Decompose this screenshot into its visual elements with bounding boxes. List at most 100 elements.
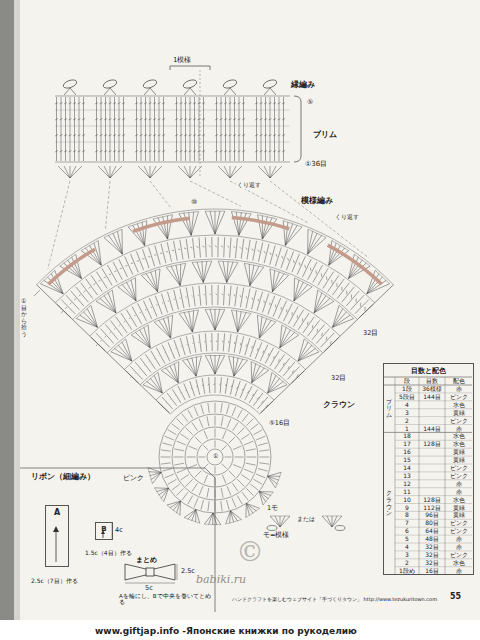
stitch-stroke bbox=[312, 325, 314, 328]
stitch-stroke bbox=[192, 343, 193, 344]
stitch-stroke bbox=[173, 501, 180, 510]
stitch-stroke bbox=[264, 151, 267, 153]
yarn-color: ピンク bbox=[122, 474, 145, 482]
stitch-stroke bbox=[95, 135, 98, 137]
stitch-stroke bbox=[297, 374, 299, 377]
stitch-count: 32目 bbox=[362, 330, 379, 337]
stitch-stroke bbox=[168, 300, 169, 301]
stitch-stroke bbox=[253, 393, 263, 406]
stitch-stroke bbox=[175, 151, 178, 153]
stitch-stroke bbox=[198, 342, 199, 343]
stitch-stroke bbox=[98, 280, 100, 281]
stitch-stroke bbox=[196, 357, 197, 377]
stitch-stroke bbox=[96, 97, 97, 161]
stitch-stroke bbox=[278, 135, 281, 137]
stitch-stroke bbox=[215, 119, 218, 121]
table-cell: 黄緑 bbox=[445, 409, 472, 417]
stitch-stroke bbox=[250, 266, 259, 286]
stitch-stroke bbox=[164, 488, 169, 501]
stitch-stroke bbox=[227, 262, 233, 283]
stitch-stroke bbox=[205, 237, 207, 257]
stitch-stroke bbox=[193, 135, 196, 137]
stitch-stroke bbox=[193, 286, 196, 306]
stitch-stroke bbox=[64, 135, 67, 137]
stitch-stroke bbox=[162, 103, 165, 105]
round-line bbox=[207, 449, 223, 465]
stitch-stroke bbox=[104, 88, 110, 95]
stitch-stroke bbox=[238, 119, 241, 121]
stitch-stroke bbox=[275, 305, 276, 308]
table-cell: 128目 bbox=[419, 440, 445, 448]
color-band bbox=[133, 218, 190, 231]
stitch-stroke bbox=[61, 97, 62, 161]
dimension-line bbox=[177, 564, 178, 580]
stitch-stroke bbox=[240, 287, 243, 307]
watermark: www.giftjap.info -Японские книжки по рук… bbox=[95, 626, 357, 636]
stitch-stroke bbox=[149, 135, 152, 137]
stitch-stroke bbox=[332, 305, 339, 327]
stitch-stroke bbox=[298, 348, 315, 361]
stitch-stroke bbox=[158, 119, 161, 121]
stitch-stroke bbox=[246, 463, 256, 465]
stitch-stroke bbox=[229, 151, 232, 153]
stitch-stroke bbox=[165, 474, 174, 478]
stitch-stroke bbox=[203, 246, 205, 247]
stitch-stroke bbox=[303, 317, 315, 333]
stitch-stroke bbox=[60, 135, 63, 137]
stitch-stroke bbox=[238, 311, 242, 332]
stitch-stroke bbox=[233, 135, 236, 137]
stitch-stroke bbox=[120, 268, 122, 270]
stitch-stroke bbox=[145, 221, 147, 246]
stitch-stroke bbox=[196, 356, 201, 376]
stitch-stroke bbox=[148, 361, 149, 362]
stitch-stroke bbox=[195, 471, 201, 477]
stitch-stroke bbox=[419, 377, 420, 575]
stitch-stroke bbox=[176, 488, 183, 495]
stitch-stroke bbox=[234, 359, 243, 376]
stitch-stroke bbox=[150, 472, 162, 475]
stitch-stroke bbox=[295, 278, 313, 287]
stitch-stroke bbox=[113, 103, 116, 105]
stitch-stroke bbox=[221, 501, 222, 511]
stitch-stroke bbox=[254, 430, 263, 435]
stitch-stroke bbox=[98, 166, 110, 178]
table-cell: 黄緑 bbox=[445, 504, 472, 512]
stitch-stroke bbox=[199, 457, 206, 458]
stitch-stroke bbox=[259, 491, 263, 505]
stitch-stroke bbox=[228, 294, 230, 296]
stitch-stroke bbox=[314, 293, 322, 313]
stitch-stroke bbox=[79, 97, 80, 161]
stitch-stroke bbox=[204, 513, 213, 524]
stitch-stroke bbox=[252, 290, 257, 309]
table-cell: 32目 bbox=[419, 543, 445, 551]
stitch-stroke bbox=[116, 317, 128, 333]
stitch-stroke bbox=[258, 166, 270, 178]
picot-leaf bbox=[62, 78, 78, 89]
symbol-key: 1モ bbox=[266, 505, 279, 512]
stitch-stroke bbox=[151, 307, 152, 308]
ribbon-piece: A bbox=[45, 505, 69, 567]
stitch-stroke bbox=[109, 151, 112, 153]
stitch-stroke bbox=[157, 401, 169, 412]
stitch-stroke bbox=[273, 151, 276, 153]
stitch-stroke bbox=[230, 97, 231, 161]
stitch-stroke bbox=[164, 352, 165, 353]
stitch-stroke bbox=[166, 263, 185, 267]
stitch-stroke bbox=[104, 229, 122, 237]
stitch-stroke bbox=[262, 294, 268, 313]
stitch-stroke bbox=[96, 344, 97, 345]
stitch-stroke bbox=[208, 501, 209, 511]
stitch-stroke bbox=[192, 310, 198, 332]
stitch-stroke bbox=[86, 279, 98, 295]
table-cell: 64目 bbox=[419, 527, 445, 535]
stitch-stroke bbox=[269, 135, 272, 137]
stitch-stroke bbox=[105, 97, 106, 161]
stitch-stroke bbox=[246, 508, 260, 517]
stitch-stroke bbox=[161, 457, 171, 458]
stitch-stroke bbox=[199, 238, 200, 258]
stitch-stroke bbox=[64, 166, 70, 178]
stitch-stroke bbox=[280, 516, 285, 527]
stitch-stroke bbox=[242, 151, 245, 153]
stitch-stroke bbox=[297, 315, 298, 318]
table-cell: 16目 bbox=[419, 567, 445, 575]
